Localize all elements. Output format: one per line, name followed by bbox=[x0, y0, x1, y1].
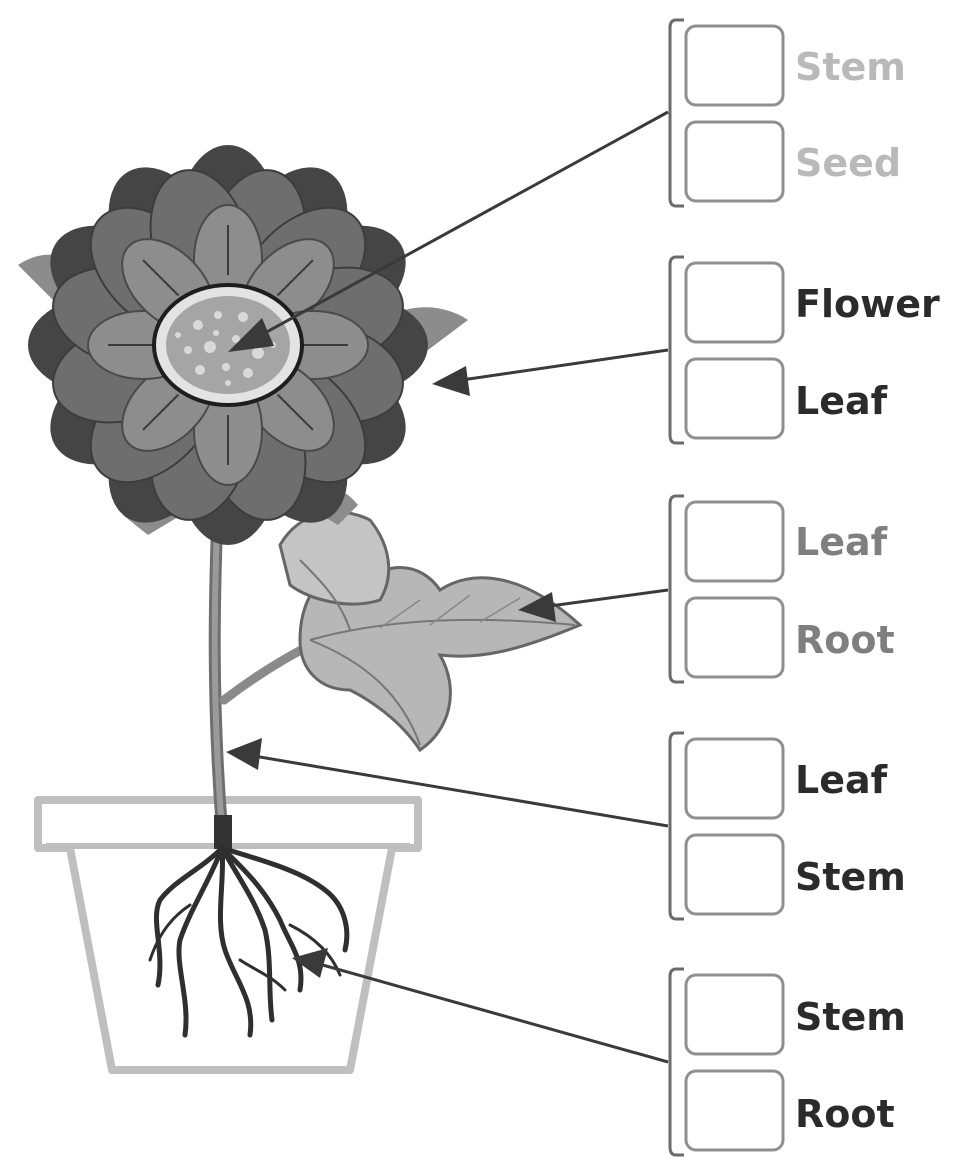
answer-group-5: Stem Root bbox=[668, 967, 906, 1157]
choice-label: Stem bbox=[795, 995, 906, 1039]
roots bbox=[148, 845, 350, 1038]
answer-group-3: Leaf Root bbox=[668, 494, 895, 684]
answer-checkbox[interactable] bbox=[684, 500, 785, 583]
group-bracket bbox=[668, 255, 684, 445]
answer-group-2: Flower Leaf bbox=[668, 255, 940, 445]
answer-checkbox[interactable] bbox=[684, 261, 785, 344]
group-bracket bbox=[668, 731, 684, 921]
choice-label: Leaf bbox=[795, 379, 888, 423]
flower bbox=[18, 145, 468, 545]
choice-label: Root bbox=[795, 618, 895, 662]
arrowhead-1 bbox=[228, 318, 274, 352]
answer-group-4: Leaf Stem bbox=[668, 731, 906, 921]
answer-checkbox[interactable] bbox=[684, 833, 785, 916]
choice-label: Leaf bbox=[795, 758, 888, 802]
answer-group-1: Stem Seed bbox=[668, 18, 906, 208]
arrowhead-2 bbox=[432, 366, 470, 396]
choice-label: Stem bbox=[795, 855, 906, 899]
choice-label: Root bbox=[795, 1092, 895, 1136]
answer-checkbox[interactable] bbox=[684, 1069, 785, 1152]
arrowhead-4 bbox=[226, 738, 262, 770]
group-bracket bbox=[668, 18, 684, 208]
choice-label: Stem bbox=[795, 45, 906, 89]
answer-checkbox[interactable] bbox=[684, 973, 785, 1056]
answer-checkbox[interactable] bbox=[684, 24, 785, 107]
group-bracket bbox=[668, 494, 684, 684]
choice-label: Leaf bbox=[795, 520, 888, 564]
answer-checkbox[interactable] bbox=[684, 357, 785, 440]
arrow-line-1 bbox=[251, 110, 669, 342]
group-bracket bbox=[668, 967, 684, 1157]
arrow-line-2 bbox=[447, 348, 669, 384]
answer-checkbox[interactable] bbox=[684, 737, 785, 820]
arrow-line-3 bbox=[534, 588, 669, 610]
choice-label: Flower bbox=[795, 282, 940, 326]
leaf bbox=[278, 510, 583, 753]
arrowhead-3 bbox=[518, 592, 556, 622]
choice-label: Seed bbox=[795, 141, 901, 185]
answer-checkbox[interactable] bbox=[684, 596, 785, 679]
arrowhead-5 bbox=[292, 948, 328, 978]
pointer-arrows bbox=[226, 110, 669, 1064]
arrow-line-4 bbox=[247, 753, 669, 828]
arrow-line-5 bbox=[311, 960, 669, 1064]
answer-checkbox[interactable] bbox=[684, 120, 785, 203]
